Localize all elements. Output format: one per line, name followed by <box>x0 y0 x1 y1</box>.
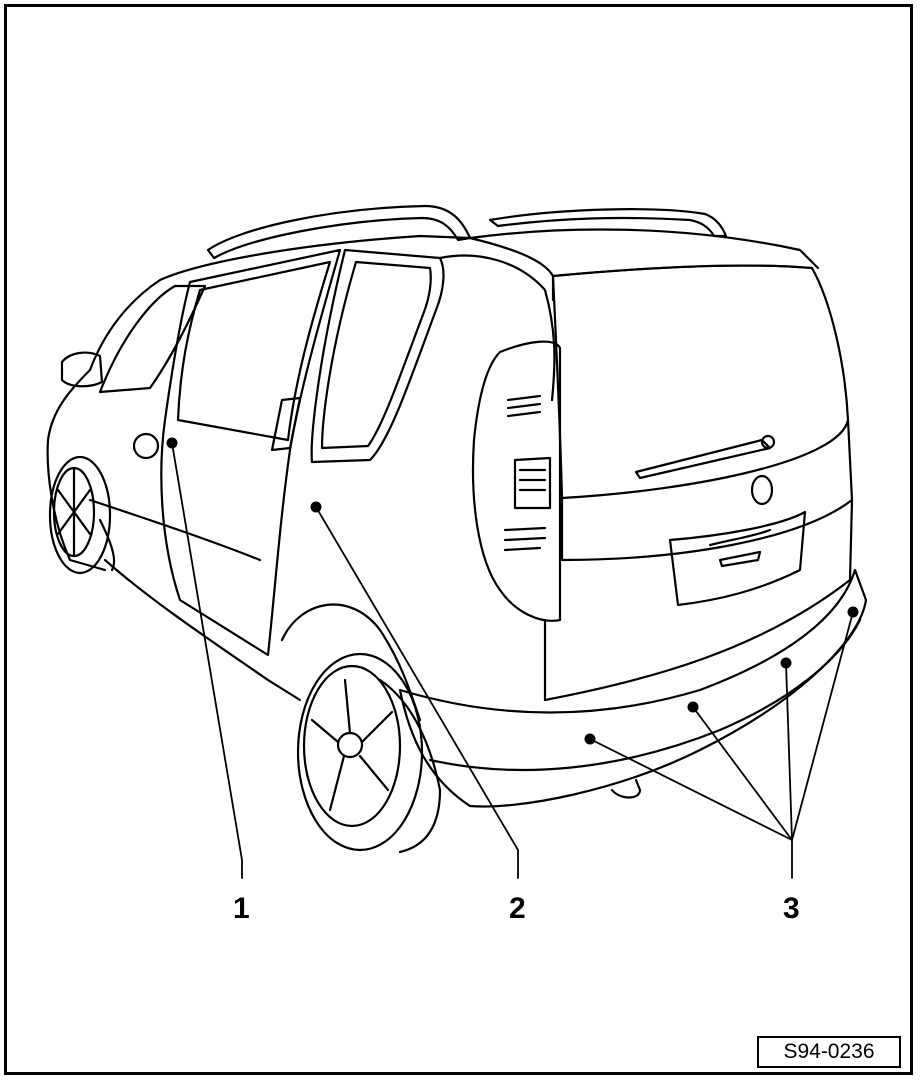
rear-bumper <box>398 568 868 808</box>
rear-wheel <box>280 603 442 854</box>
callout-number-2: 2 <box>509 892 526 925</box>
figure-id-label: S94-0236 <box>757 1036 901 1068</box>
tail-light <box>471 340 562 622</box>
front-wheel <box>48 455 116 575</box>
callout-number-3: 3 <box>783 892 800 925</box>
callout-markers <box>166 437 859 745</box>
callout-number-1: 1 <box>233 892 250 925</box>
tailgate <box>543 264 854 702</box>
car-body <box>46 228 820 702</box>
leader-lines <box>171 442 854 879</box>
